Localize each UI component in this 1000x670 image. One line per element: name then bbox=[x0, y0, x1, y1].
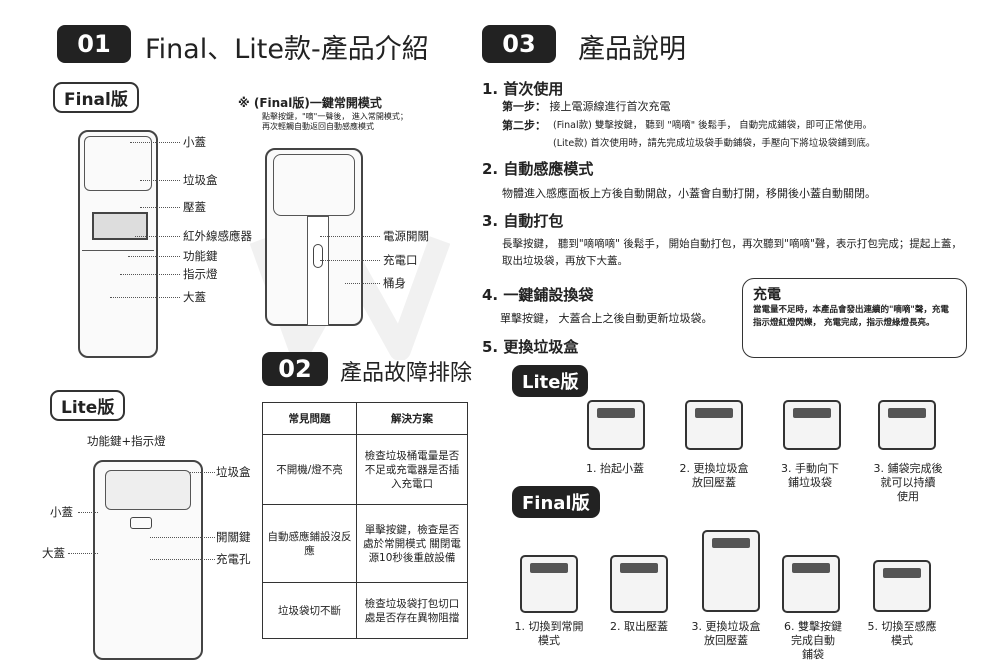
s3-text: 長擊按鍵， 聽到"嘀嘀嘀" 後鬆手， 開始自動打包，再次聽到"嘀嘀"聲，表示打包… bbox=[502, 238, 962, 267]
lite-version-tag: Lite版 bbox=[50, 390, 126, 421]
label-charge-hole: 充電孔 bbox=[216, 552, 251, 566]
label-bin-body: 桶身 bbox=[383, 276, 406, 290]
label-power-switch: 電源開關 bbox=[383, 229, 429, 243]
lite-step3-illustration bbox=[783, 400, 841, 450]
final-step-5: 5. 切換至感應 模式 bbox=[867, 620, 937, 647]
label-lite-small-lid: 小蓋 bbox=[50, 505, 73, 519]
label-ir-sensor: 紅外線感應器 bbox=[183, 229, 252, 243]
section-number-02: 02 bbox=[262, 352, 328, 386]
final-step1-illustration bbox=[520, 555, 578, 613]
final-step5-illustration bbox=[873, 560, 931, 612]
lite-step-3: 3. 手動向下 鋪垃圾袋 bbox=[781, 462, 839, 489]
final-steps-tag: Final版 bbox=[512, 486, 600, 518]
section-number-01: 01 bbox=[57, 25, 131, 63]
s1-title: 1. 首次使用 bbox=[482, 80, 564, 98]
s2-title: 2. 自動感應模式 bbox=[482, 160, 594, 178]
always-open-title: ※ (Final版)一鍵常開模式 bbox=[238, 96, 382, 110]
table-row: 不開機/燈不亮檢查垃圾桶電量是否不足或充電器是否插入充電口 bbox=[262, 434, 468, 505]
label-function-key: 功能鍵 bbox=[183, 249, 218, 263]
s5-title: 5. 更換垃圾盒 bbox=[482, 338, 579, 356]
side-bin-illustration bbox=[265, 148, 363, 326]
label-indicator: 指示燈 bbox=[183, 267, 218, 281]
section-title-02: 產品故障排除 bbox=[340, 361, 473, 386]
final-version-tag: Final版 bbox=[53, 82, 139, 113]
final-step3-illustration bbox=[702, 530, 760, 612]
s1-step2-final: (Final款) 雙擊按鍵， 聽到 "嘀嘀" 後鬆手， 自動完成鋪袋，即可正常使… bbox=[553, 120, 873, 131]
label-function-key-indicator: 功能鍵+指示燈 bbox=[87, 434, 166, 448]
lite-step-1: 1. 抬起小蓋 bbox=[586, 462, 644, 475]
section-title-01: Final、Lite款-產品介紹 bbox=[145, 34, 429, 65]
lite-step4-illustration bbox=[878, 400, 936, 450]
lite-step-4: 3. 鋪袋完成後 就可以持續 使用 bbox=[873, 462, 943, 503]
lite-step1-illustration bbox=[587, 400, 645, 450]
label-lite-trash-box: 垃圾盒 bbox=[216, 465, 251, 479]
final-step-4: 6. 雙擊按鍵 完成自動 鋪袋 bbox=[784, 620, 842, 661]
section-number-03: 03 bbox=[482, 25, 556, 63]
s4-title: 4. 一鍵鋪設換袋 bbox=[482, 286, 594, 304]
s3-title: 3. 自動打包 bbox=[482, 212, 564, 230]
table-header: 解決方案 bbox=[356, 402, 468, 435]
charging-text: 當電量不足時，本產品會發出連續的"嘀嘀"聲，充電指示燈紅燈閃爍， 充電完成，指示… bbox=[753, 305, 949, 328]
label-charge-port: 充電口 bbox=[383, 253, 418, 267]
s2-text: 物體進入感應面板上方後自動開啟，小蓋會自動打開，移開後小蓋自動關閉。 bbox=[502, 187, 876, 200]
lite-steps-tag: Lite版 bbox=[512, 365, 589, 397]
final-step2-illustration bbox=[610, 555, 668, 613]
lite-step2-illustration bbox=[685, 400, 743, 450]
final-step-2: 2. 取出壓蓋 bbox=[610, 620, 668, 633]
s4-text: 單擊按鍵， 大蓋合上之後自動更新垃圾袋。 bbox=[500, 312, 713, 325]
lite-step-2: 2. 更換垃圾盒 放回壓蓋 bbox=[679, 462, 749, 489]
final-step-3: 3. 更換垃圾盒 放回壓蓋 bbox=[691, 620, 761, 647]
label-big-lid: 大蓋 bbox=[183, 290, 206, 304]
lite-bin-illustration bbox=[93, 460, 203, 660]
label-switch-key: 開關鍵 bbox=[216, 530, 251, 544]
table-header: 常見問題 bbox=[262, 402, 357, 435]
section-title-03: 產品說明 bbox=[578, 34, 686, 65]
label-small-lid: 小蓋 bbox=[183, 135, 206, 149]
charging-note-box: 充電 當電量不足時，本產品會發出連續的"嘀嘀"聲，充電指示燈紅燈閃爍， 充電完成… bbox=[742, 278, 967, 358]
table-row: 自動感應鋪設沒反應單擊按鍵，檢查是否處於常開模式 關閉電源10秒後重啟設備 bbox=[262, 504, 468, 583]
final-bin-illustration bbox=[78, 130, 158, 358]
s1-step1: 第一步： 接上電源線進行首次充電 bbox=[502, 100, 671, 113]
final-step4-illustration bbox=[782, 555, 840, 613]
troubleshooting-table: 常見問題解決方案 不開機/燈不亮檢查垃圾桶電量是否不足或充電器是否插入充電口 自… bbox=[262, 402, 468, 639]
table-row: 垃圾袋切不斷檢查垃圾袋打包切口處是否存在異物阻擋 bbox=[262, 582, 468, 639]
charging-title: 充電 bbox=[753, 287, 781, 303]
always-open-desc: 點擊按鍵，"嘀"一聲後， 進入常開模式；再次輕觸自動返回自動感應模式 bbox=[262, 112, 408, 131]
s1-step2-lite: (Lite款) 首次使用時，請先完成垃圾袋手動鋪袋，手壓向下將垃圾袋鋪到底。 bbox=[553, 138, 876, 149]
label-trash-box: 垃圾盒 bbox=[183, 173, 218, 187]
label-lite-big-lid: 大蓋 bbox=[42, 546, 65, 560]
final-step-1: 1. 切換到常開 模式 bbox=[514, 620, 584, 647]
s1-step2: 第二步： bbox=[502, 119, 546, 132]
label-press-lid: 壓蓋 bbox=[183, 200, 206, 214]
